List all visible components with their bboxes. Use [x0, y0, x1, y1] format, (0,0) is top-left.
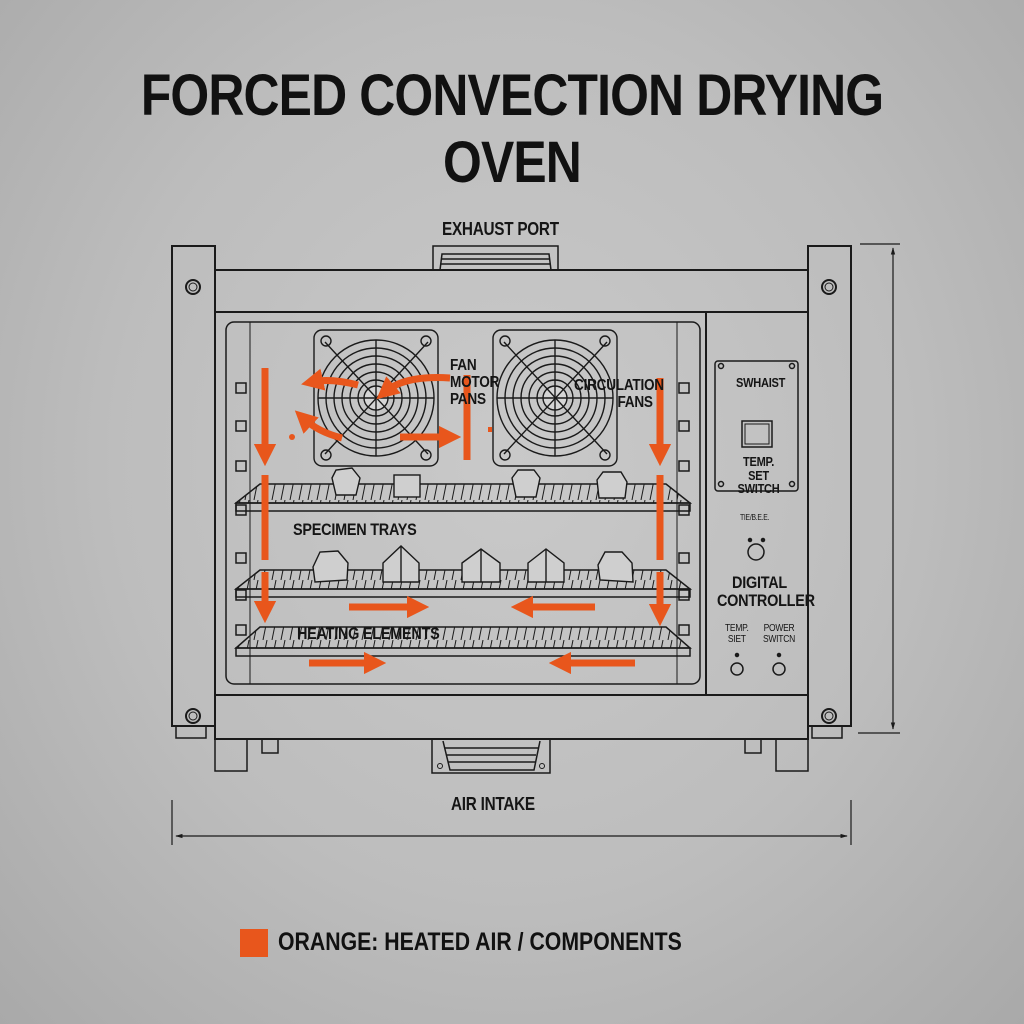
- fan-right: [492, 329, 618, 467]
- shelf-heating: [234, 626, 692, 657]
- exhaust-port: [432, 245, 559, 271]
- airflow-arrows: [253, 368, 672, 675]
- air-intake-vent: [431, 738, 551, 774]
- legend-text: ORANGE: HEATED AIR / COMPONENTS: [278, 928, 682, 956]
- small-panel-label: TIE/B.E.E.: [740, 513, 770, 522]
- digital-controller-label: DIGITAL CONTROLLER: [717, 573, 815, 610]
- specimens-top: [331, 467, 628, 499]
- specimens-middle: [312, 545, 634, 583]
- heating-elements-label: HEATING ELEMENTS: [297, 624, 440, 643]
- temp-set-switch-label: TEMP. SET SWITCH: [737, 454, 780, 497]
- circulation-fans-label: CIRCULATION FANS: [574, 377, 664, 411]
- power-switch-label: POWER SWITCN: [763, 623, 795, 645]
- legend-orange-swatch: [240, 928, 268, 957]
- specimen-trays-label: SPECIMEN TRAYS: [293, 520, 417, 539]
- control-panel: [714, 360, 799, 676]
- top-beam: [214, 269, 809, 313]
- temp-set-button-label: TEMP. SIET: [725, 623, 749, 645]
- fan-motor-label: FAN MOTOR PANS: [450, 357, 500, 408]
- exhaust-port-label: EXHAUST PORT: [442, 219, 559, 239]
- fan-left: [313, 329, 439, 467]
- switch-box-title: SWHAIST: [736, 375, 786, 390]
- bottom-beam: [214, 694, 809, 740]
- chamber: [225, 321, 701, 685]
- left-frame-post: [171, 245, 216, 739]
- legend: ORANGE: HEATED AIR / COMPONENTS: [240, 928, 753, 957]
- dimension-lines: [171, 243, 900, 845]
- right-frame-post: [807, 245, 852, 739]
- diagram-title: FORCED CONVECTION DRYING OVEN: [140, 63, 884, 195]
- air-intake-label: AIR INTAKE: [451, 794, 535, 814]
